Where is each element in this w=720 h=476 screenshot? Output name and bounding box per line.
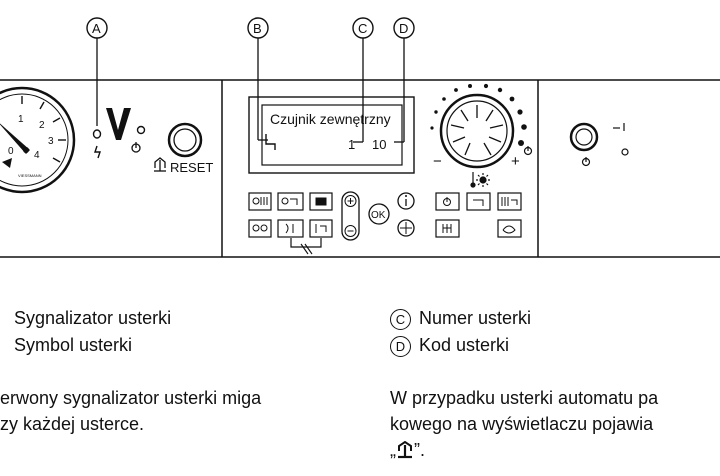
menu-button[interactable]	[397, 219, 415, 237]
svg-text:OK: OK	[371, 210, 386, 221]
paragraph-right-line1: W przypadku usterki automatu pa	[390, 388, 659, 408]
fault-indicator-group	[92, 108, 146, 159]
legend-a-text: Sygnalizator usterki	[14, 308, 172, 328]
key-dhw-only[interactable]	[466, 192, 491, 211]
paragraph-right-line2: kowego na wyświetlaczu pojawia	[390, 414, 654, 434]
reset-label: RESET	[170, 160, 213, 175]
lcd-text: Czujnik zewnętrzny	[270, 111, 391, 127]
key-icons-left	[252, 197, 327, 234]
power-icon	[131, 142, 141, 153]
quote-close: ”.	[414, 440, 425, 460]
v-symbol-icon	[106, 108, 131, 140]
key-night-temp[interactable]	[277, 219, 304, 238]
legend-d: D Kod usterki	[390, 335, 509, 357]
svg-text:A: A	[92, 21, 101, 36]
ok-button[interactable]: OK	[368, 203, 390, 225]
reset-symbol-icon	[398, 440, 412, 459]
plus-minus-rocker[interactable]	[341, 191, 360, 241]
legend-c-text: Numer usterki	[419, 308, 532, 328]
temperature-dial[interactable]	[439, 93, 515, 169]
reset-icon	[154, 157, 166, 172]
svg-text:D: D	[399, 21, 408, 36]
key-heating-program[interactable]	[248, 192, 272, 211]
callout-lines	[96, 38, 405, 143]
reset-button[interactable]	[167, 122, 203, 158]
key-dhw-program[interactable]	[277, 192, 304, 211]
pressure-gauge: 1 2 3 0 4 VIESSMANN	[0, 86, 76, 194]
combination-mark-icon	[300, 243, 313, 255]
dial-plus: +	[511, 153, 520, 170]
lcd-fault-number: 1	[348, 137, 355, 152]
key-heating-dhw[interactable]	[497, 192, 522, 211]
thermometer-sun-icon	[470, 172, 490, 188]
power-switch-icons	[581, 123, 629, 167]
brand-logo: VIESSMANN	[18, 173, 42, 178]
gauge-tick-2: 2	[39, 120, 45, 131]
key-combination-bracket	[290, 238, 322, 248]
key-timer-eco[interactable]	[248, 219, 272, 238]
key-icons-right	[442, 197, 518, 234]
paragraph-left-line2: zy każdej usterce.	[0, 414, 145, 434]
dial-power-icon	[523, 146, 533, 156]
lcd-display	[248, 96, 415, 174]
svg-text:C: C	[358, 21, 367, 36]
callout-b: B	[247, 17, 269, 39]
dial-minus: −	[433, 153, 442, 170]
key-service[interactable]	[497, 219, 522, 238]
quote-open: „	[390, 440, 396, 460]
legend-c: C Numer usterki	[390, 308, 531, 330]
callout-c: C	[352, 17, 374, 39]
lcd-fault-symbol-icon	[265, 134, 276, 150]
control-panel-diagram: 1 2 3 0 4 VIESSMANN RESET Czujnik zewnęt…	[0, 17, 720, 258]
fault-lamp	[92, 129, 102, 139]
paragraph-left-line1: erwony sygnalizator usterki miga	[0, 388, 262, 408]
gauge-tick-3: 3	[48, 136, 54, 147]
legend-d-text: Kod usterki	[419, 335, 510, 355]
fault-symbol-icon	[94, 145, 101, 159]
gauge-tick-4: 4	[34, 150, 40, 161]
legend-c-marker: C	[390, 308, 411, 330]
legend-b-text: Symbol usterki	[14, 335, 133, 355]
key-dhw-temp[interactable]	[309, 219, 333, 238]
info-button[interactable]	[397, 192, 415, 210]
gauge-needle	[0, 123, 30, 154]
callout-d: D	[393, 17, 415, 39]
lcd-fault-code: 10	[372, 137, 386, 152]
svg-text:B: B	[253, 21, 262, 36]
callout-a: A	[86, 17, 108, 39]
key-buttons-left[interactable]	[248, 192, 333, 238]
gauge-tick-1: 1	[18, 114, 24, 125]
dial-scale-dots	[430, 83, 527, 146]
legend-d-marker: D	[390, 335, 411, 357]
paragraph-right-line3: „ ”.	[390, 440, 425, 461]
panel-frame	[0, 79, 720, 258]
main-power-switch[interactable]	[569, 122, 599, 152]
gauge-tick-0: 0	[8, 146, 14, 157]
